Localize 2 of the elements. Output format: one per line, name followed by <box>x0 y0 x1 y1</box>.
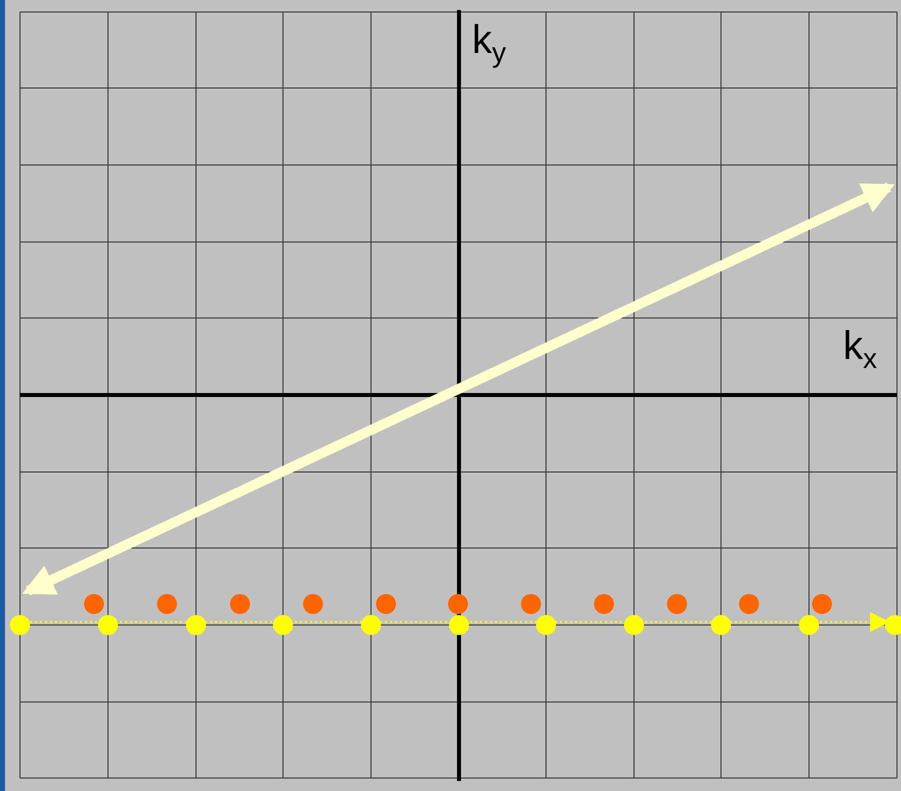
axis-label: k$_{y}$ <box>472 20 506 67</box>
axis-label: k$_{x}$ <box>843 326 877 373</box>
